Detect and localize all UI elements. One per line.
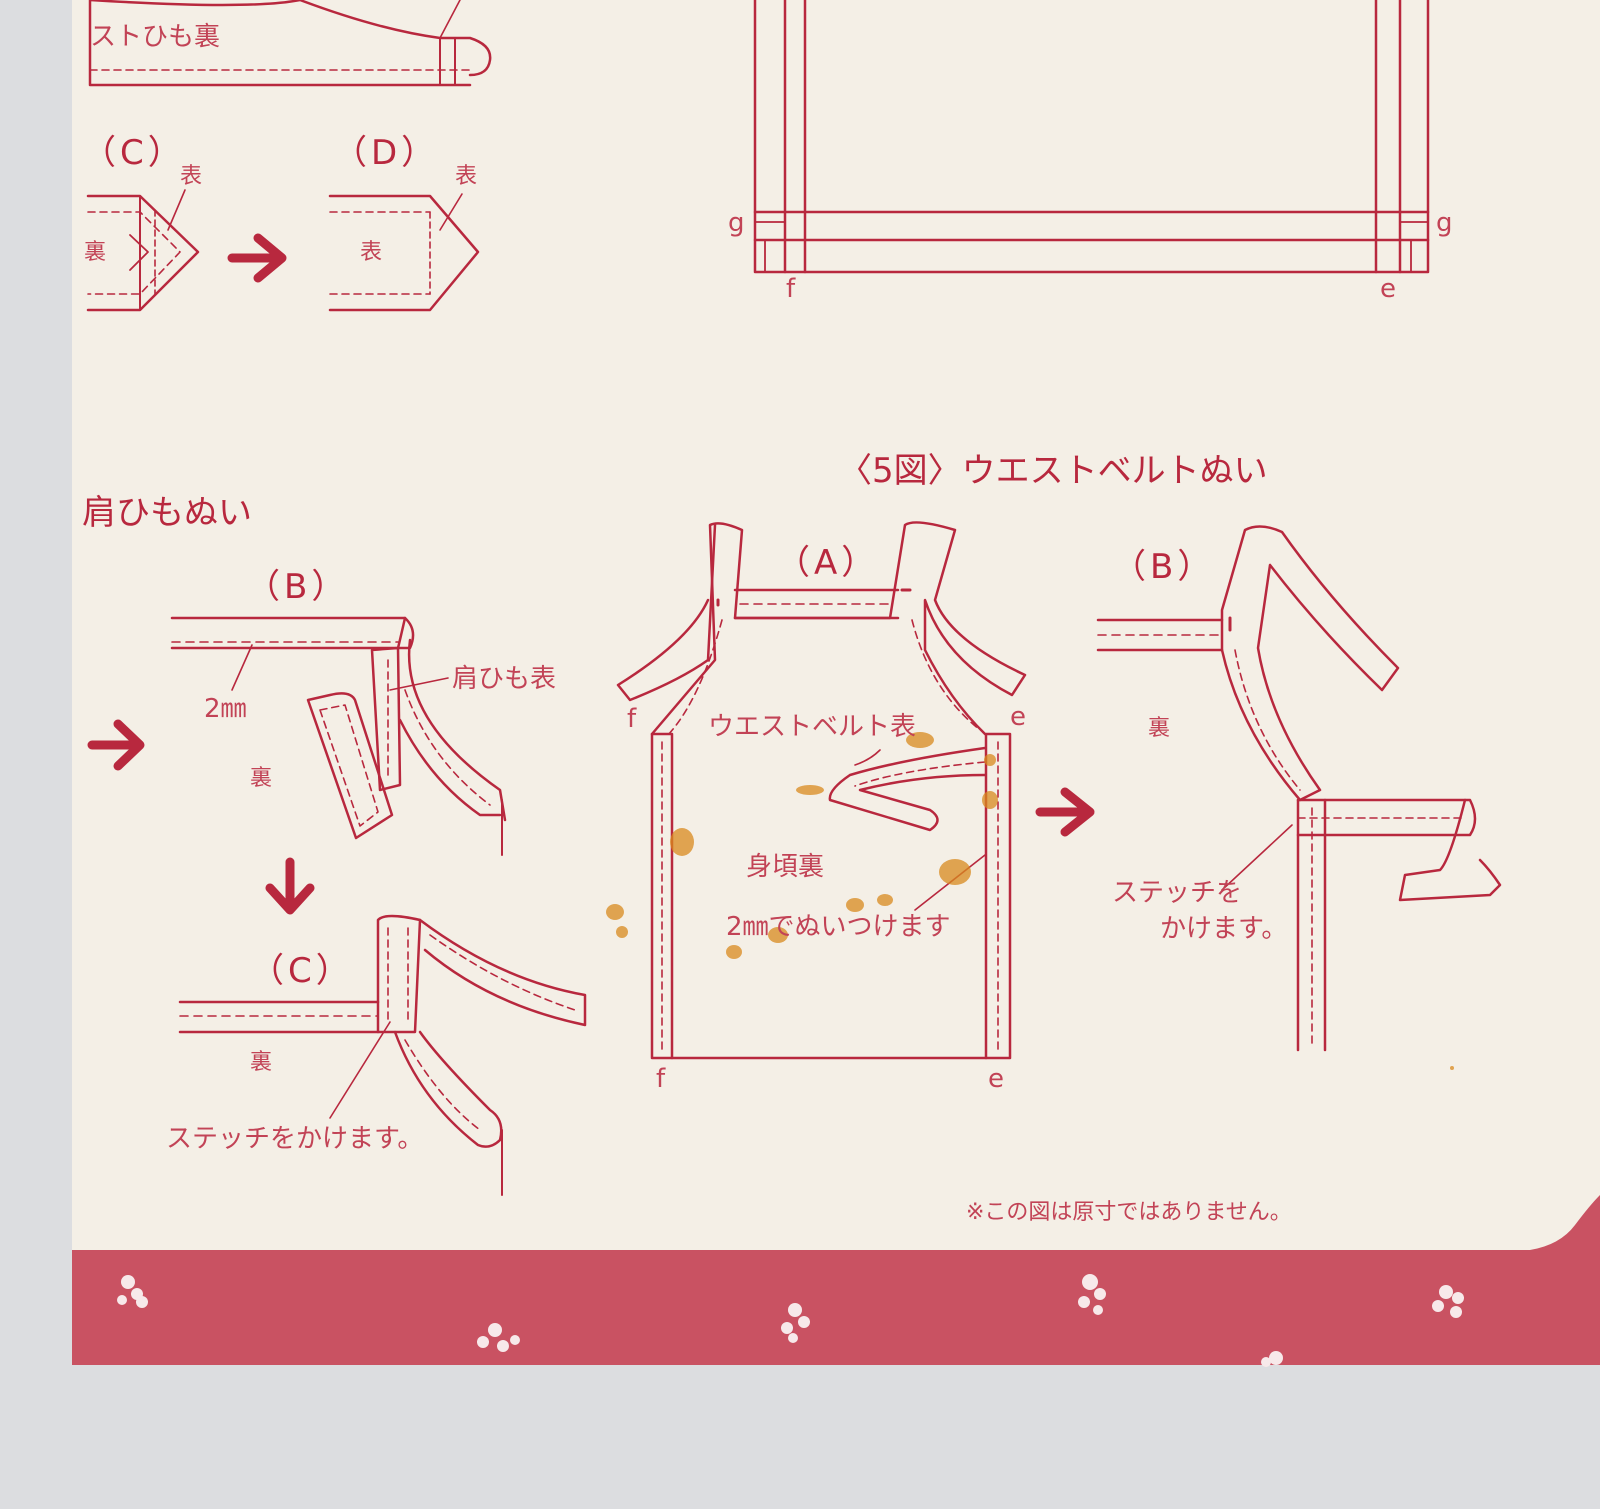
- corner-g-right: g: [1436, 208, 1453, 238]
- scale-note: ※この図は原寸ではありません。: [966, 1200, 1292, 1225]
- waist-a-e-top: e: [1010, 702, 1026, 732]
- corner-g-left: g: [728, 208, 745, 238]
- step-d-omote-callout: 表: [455, 164, 478, 189]
- waist-section-title: 〈5図〉ウエストベルトぬい: [838, 451, 1268, 491]
- step-c-omote: 表: [180, 164, 203, 189]
- corner-f: f: [786, 274, 796, 304]
- paper: [72, 0, 1600, 1250]
- step-d-omote: 表: [360, 240, 383, 265]
- waist-step-a: （A）: [776, 543, 880, 583]
- strap-b-callout: 肩ひも表: [452, 664, 557, 694]
- top-right-frame: [753, 0, 1430, 274]
- strap-c-drawing: [178, 914, 587, 1196]
- corner-e: e: [1380, 274, 1396, 304]
- strap-c-callout: ステッチをかけます。: [166, 1124, 424, 1154]
- waist-step-b: （B）: [1112, 547, 1216, 587]
- arrow-down: [265, 857, 315, 915]
- step-c-ura: 裏: [84, 240, 107, 265]
- waist-a-f-top: f: [627, 704, 637, 734]
- strap-b-ura: 裏: [250, 766, 273, 791]
- top-strap-outline: [88, 0, 492, 87]
- decorative-band: [72, 1195, 1600, 1365]
- band-flowers: [117, 1274, 1464, 1367]
- strap-b-drawing: [170, 616, 507, 856]
- waist-a-callout: 2㎜でぬいつけます: [726, 912, 951, 942]
- strap-section-title: 肩ひもぬい: [82, 493, 252, 533]
- waist-a-body-label: 身頃裏: [746, 852, 825, 882]
- strap-step-c: （C）: [250, 951, 354, 991]
- waist-b-ura: 裏: [1148, 716, 1171, 741]
- waist-a-e-bottom: e: [988, 1064, 1004, 1094]
- stains: [606, 732, 1454, 1070]
- strap-c-ura: 裏: [250, 1050, 273, 1075]
- arrow-left-in: [87, 719, 145, 771]
- strap-b-mm: 2㎜: [204, 694, 247, 724]
- waist-b-callout-2: かけます。: [1160, 914, 1288, 944]
- strap-step-b: （B）: [246, 567, 350, 607]
- arrow-a-to-b: [1035, 787, 1095, 837]
- waist-a-belt-label: ウエストベルト表: [708, 712, 917, 742]
- step-d-label: （D）: [333, 133, 440, 173]
- waist-a-f-bottom: f: [656, 1064, 666, 1094]
- top-strap-label: ストひも裏: [90, 22, 221, 52]
- waist-b-drawing: [1096, 525, 1502, 1052]
- waist-b-callout-1: ステッチを: [1112, 878, 1243, 908]
- waist-a-drawing: [616, 521, 1027, 1060]
- step-d-strap: [328, 194, 480, 312]
- step-c-label: （C）: [82, 133, 186, 173]
- arrow-c-to-d: [227, 233, 287, 283]
- step-c-strap: [86, 194, 200, 312]
